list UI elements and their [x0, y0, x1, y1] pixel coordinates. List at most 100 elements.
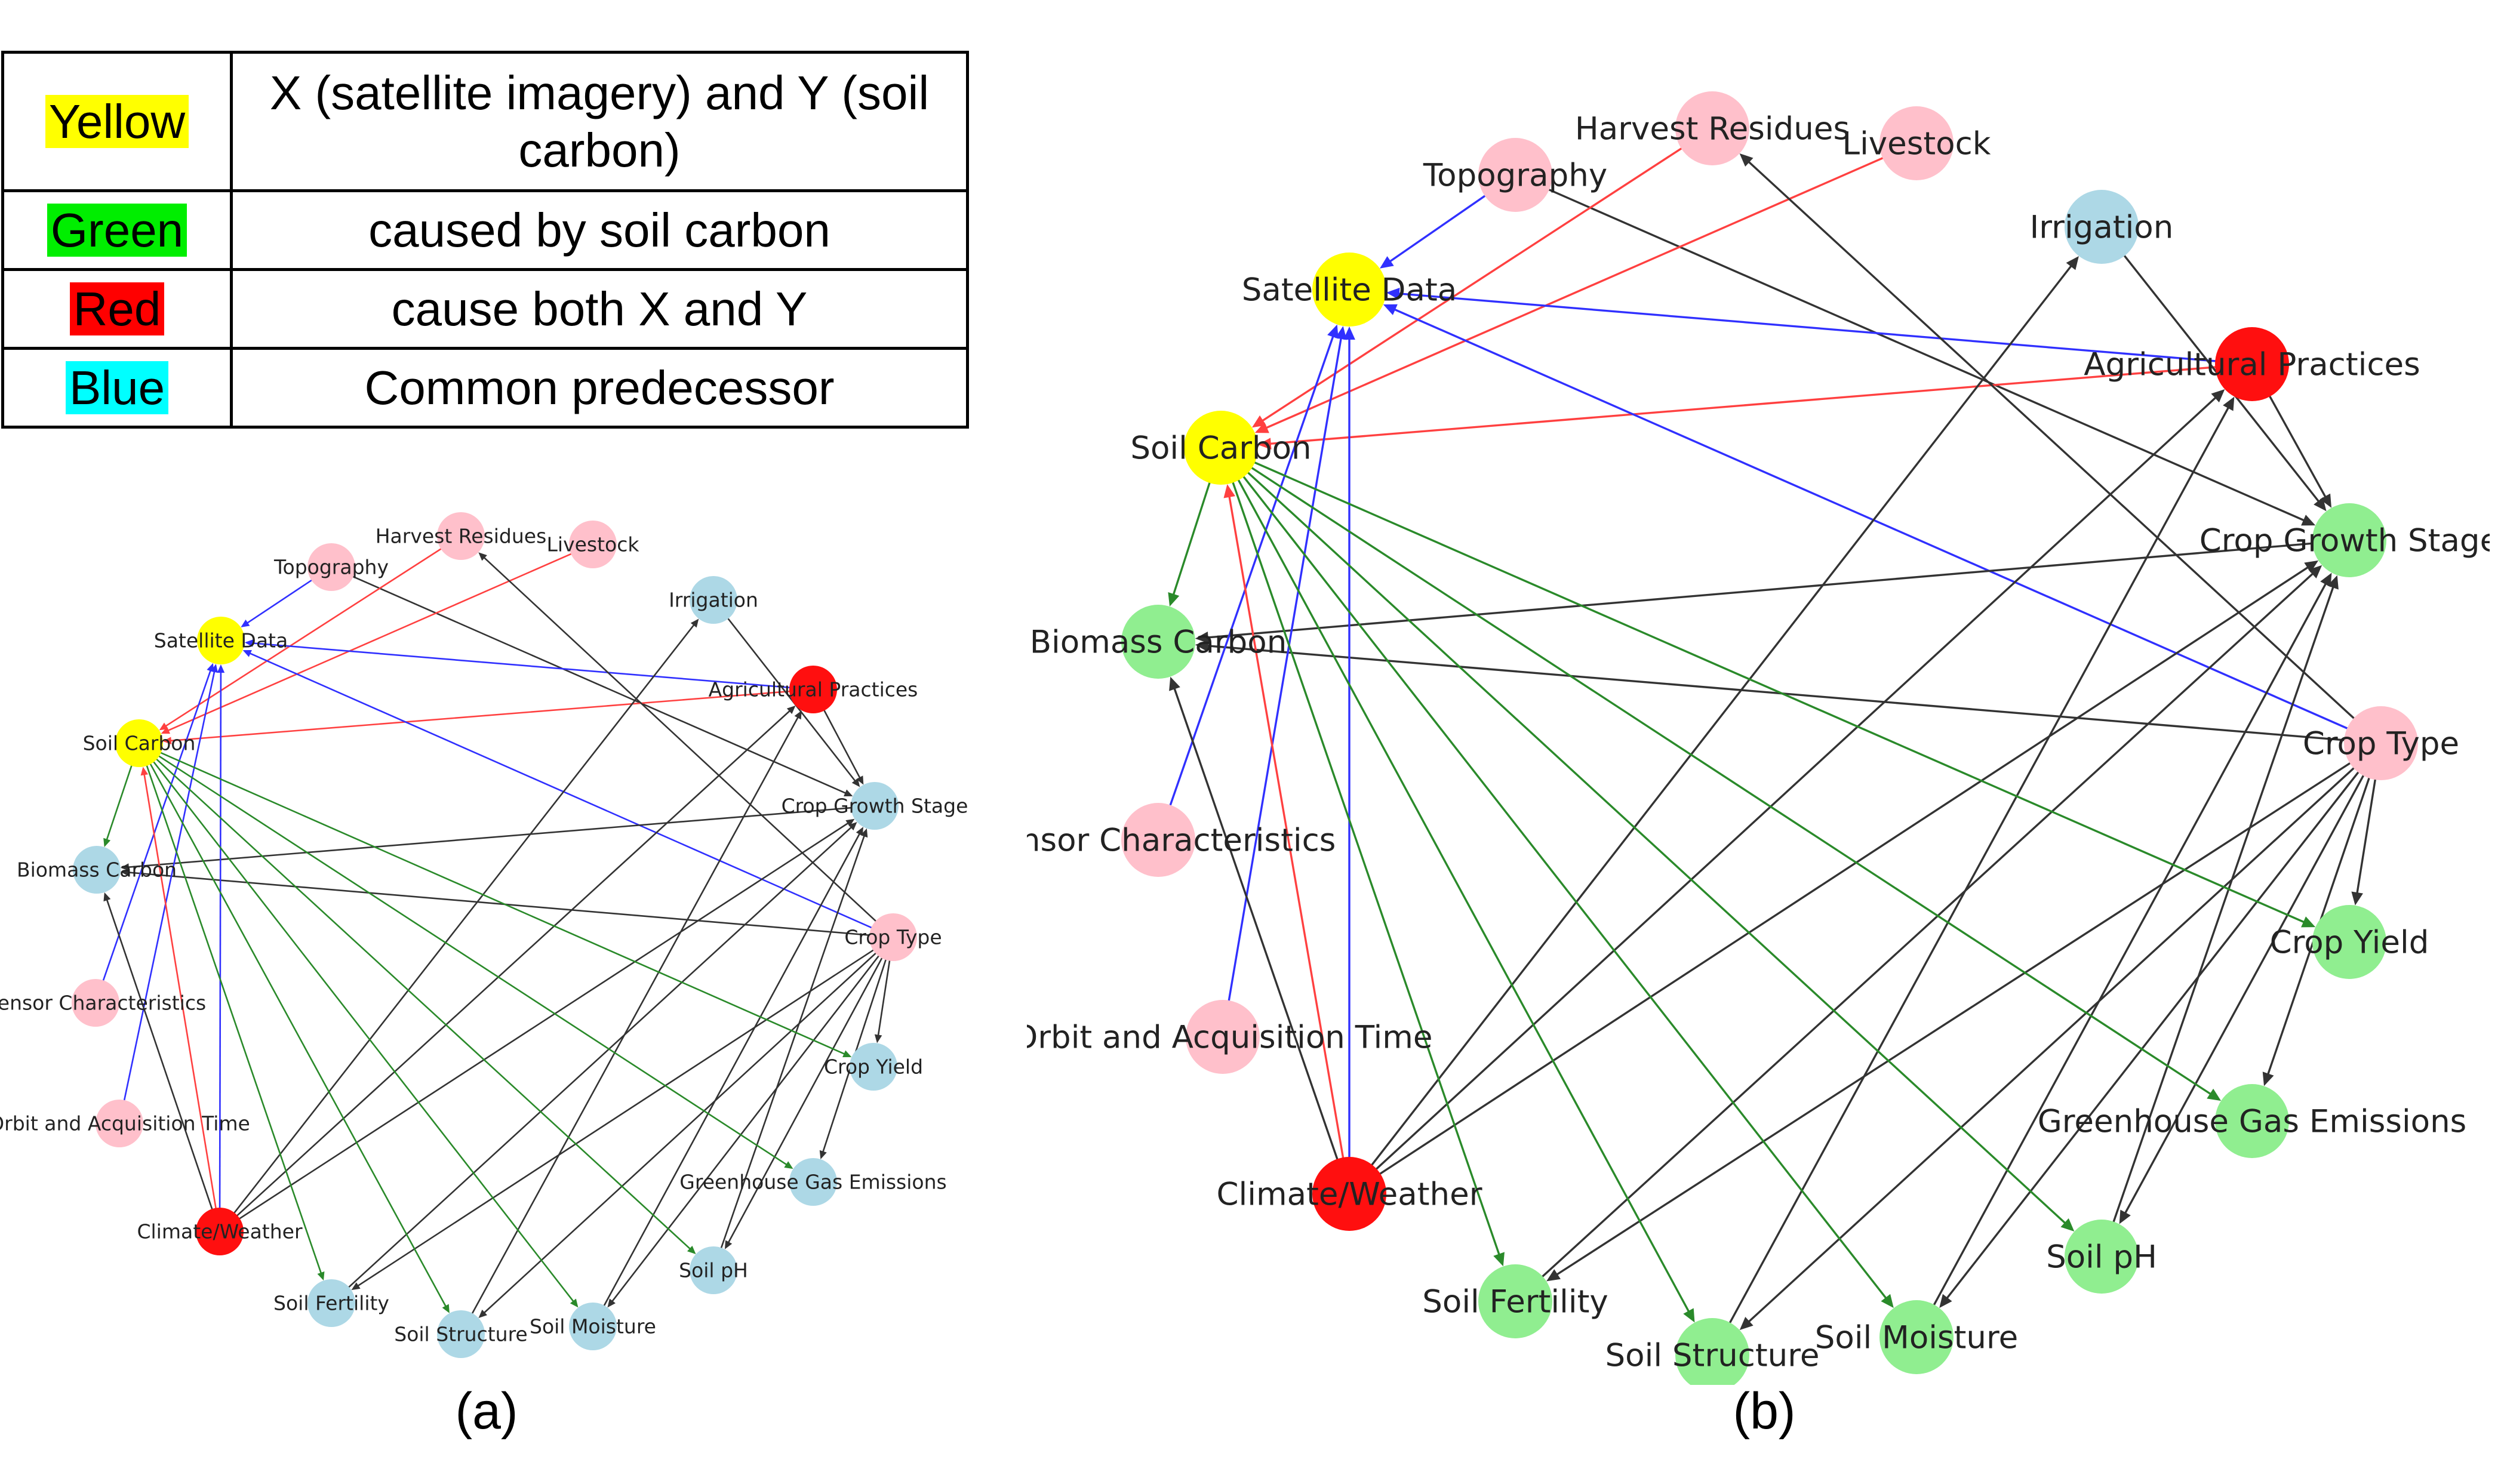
node-label-livestock: Livestock — [547, 533, 640, 556]
node-ghg — [789, 1158, 837, 1206]
arrowhead-agri-to-growth — [856, 775, 864, 785]
node-label-biomass: Biomass Carbon — [17, 858, 177, 882]
edge-croptype-to-ph — [726, 943, 891, 1246]
edge-croptype-to-ghg — [821, 944, 892, 1155]
node-label-agri: Agricultural Practices — [2084, 347, 2420, 383]
arrowhead-climate-to-sat — [1343, 327, 1355, 340]
node-label-irrigation: Irrigation — [669, 589, 758, 612]
arrowhead-soilc-to-yield — [2301, 916, 2316, 928]
node-label-structure: Soil Structure — [394, 1323, 527, 1346]
arrowhead-climate-to-soilc — [1223, 484, 1235, 498]
edge-moisture-to-growth — [595, 830, 862, 1321]
edge-harvest-to-soilc — [162, 539, 456, 728]
arrowhead-moisture-to-growth — [2320, 572, 2332, 587]
edge-soilc-to-ph — [143, 747, 693, 1252]
arrowhead-croptype-to-sat — [1383, 304, 1398, 315]
node-label-moisture: Soil Moisture — [1815, 1320, 2018, 1356]
edge-soilc-to-yield — [1230, 451, 2309, 925]
node-label-croptype: Crop Type — [844, 926, 942, 949]
edge-ph-to-growth — [2104, 582, 2336, 1246]
node-label-agri: Agricultural Practices — [709, 678, 918, 701]
edge-climate-to-agri — [1356, 393, 2220, 1187]
arrowhead-soilc-to-fertility — [317, 1271, 325, 1281]
edge-climate-to-growth — [225, 821, 851, 1229]
arrowhead-orbit-to-sat — [210, 664, 219, 673]
arrowhead-topography-to-sat — [1380, 256, 1394, 269]
node-topography — [307, 543, 355, 591]
legend-swatch-cell: Blue — [1, 347, 233, 429]
legend-description: X (satellite imagery) and Y (soil carbon… — [230, 51, 969, 192]
edge-growth-to-biomass — [1202, 540, 2339, 639]
arrowhead-croptype-to-moisture — [607, 1298, 616, 1308]
arrowhead-croptype-to-structure — [1739, 1316, 1754, 1331]
node-sat — [1312, 253, 1386, 327]
arrowhead-croptype-to-ghg — [2262, 1072, 2274, 1086]
node-harvest — [1675, 91, 1749, 165]
arrowhead-agri-to-sat — [244, 639, 254, 647]
arrowhead-structure-to-agri — [794, 710, 802, 720]
node-orbit — [1186, 1000, 1260, 1074]
edge-croptype-to-harvest — [481, 555, 889, 933]
arrowhead-croptype-to-biomass — [120, 869, 130, 876]
arrowhead-croptype-to-harvest — [478, 552, 487, 561]
edge-soilc-to-ghg — [144, 746, 790, 1167]
edge-climate-to-irrigation — [1355, 261, 2075, 1186]
edge-croptype-to-biomass — [1202, 644, 2370, 744]
node-fertility — [307, 1279, 355, 1327]
arrowhead-fertility-to-growth — [2308, 565, 2322, 578]
arrowhead-ph-to-growth — [2327, 575, 2339, 590]
arrowhead-croptype-to-yield — [874, 1034, 882, 1043]
edge-soilc-to-ph — [1228, 454, 2069, 1227]
node-label-fertility: Soil Fertility — [273, 1292, 389, 1315]
legend-swatch-cell: Green — [1, 189, 233, 271]
arrowhead-soilc-to-ph — [2060, 1218, 2075, 1232]
edge-soilc-to-moisture — [1227, 455, 1890, 1303]
arrowhead-soilc-to-biomass — [103, 838, 111, 848]
node-label-sensor: Sensor Characteristics — [0, 992, 206, 1015]
arrowhead-soilc-to-biomass — [1168, 592, 1180, 607]
legend-description: Common predecessor — [230, 347, 969, 429]
nodes — [1121, 91, 2418, 1385]
edge-climate-to-biomass — [1171, 683, 1347, 1184]
edge-growth-to-biomass — [125, 805, 868, 869]
arrowhead-structure-to-agri — [2223, 396, 2235, 411]
node-label-topography: Topography — [1423, 158, 1607, 194]
node-irrigation — [690, 576, 737, 624]
edge-climate-to-growth — [1358, 564, 2312, 1189]
edge-structure-to-agri — [463, 714, 800, 1329]
arrowhead-croptype-to-biomass — [1195, 640, 1209, 652]
node-label-topography: Topography — [273, 556, 389, 579]
arrowhead-growth-to-biomass — [1195, 632, 1209, 644]
arrowhead-croptype-to-moisture — [1939, 1294, 1952, 1308]
edge-climate-to-soilc — [1228, 491, 1349, 1183]
node-label-soilc: Soil Carbon — [1130, 430, 1311, 467]
node-irrigation — [2065, 190, 2139, 264]
arrowhead-topography-to-sat — [241, 619, 250, 627]
edge-croptype-to-fertility — [355, 940, 888, 1288]
node-harvest — [437, 512, 485, 560]
edge-croptype-to-ph — [2122, 752, 2377, 1218]
node-agri — [2215, 327, 2289, 401]
edges — [97, 539, 893, 1329]
node-label-orbit: Orbit and Acquisition Time — [1027, 1020, 1432, 1056]
legend-swatch: Yellow — [45, 94, 189, 148]
arrowhead-croptype-to-fertility — [1546, 1269, 1561, 1282]
node-orbit — [96, 1100, 143, 1147]
edge-soilc-to-moisture — [143, 748, 576, 1304]
node-moisture — [569, 1303, 617, 1350]
edge-croptype-to-structure — [1745, 750, 2374, 1326]
edge-soilc-to-yield — [145, 745, 848, 1056]
arrowhead-climate-to-soilc — [140, 766, 149, 776]
legend-swatch: Red — [69, 282, 165, 335]
node-label-structure: Soil Structure — [1605, 1338, 1820, 1374]
edge-croptype-to-sat — [1390, 306, 2371, 740]
arrowhead-croptype-to-sat — [242, 650, 252, 657]
arrowhead-soilc-to-ghg — [2207, 1088, 2222, 1101]
node-label-climate: Climate/Weather — [137, 1220, 302, 1243]
edge-soilc-to-structure — [1225, 457, 1692, 1316]
arrowhead-sensor-to-sat — [1327, 324, 1339, 339]
edge-climate-to-sat — [219, 669, 222, 1225]
